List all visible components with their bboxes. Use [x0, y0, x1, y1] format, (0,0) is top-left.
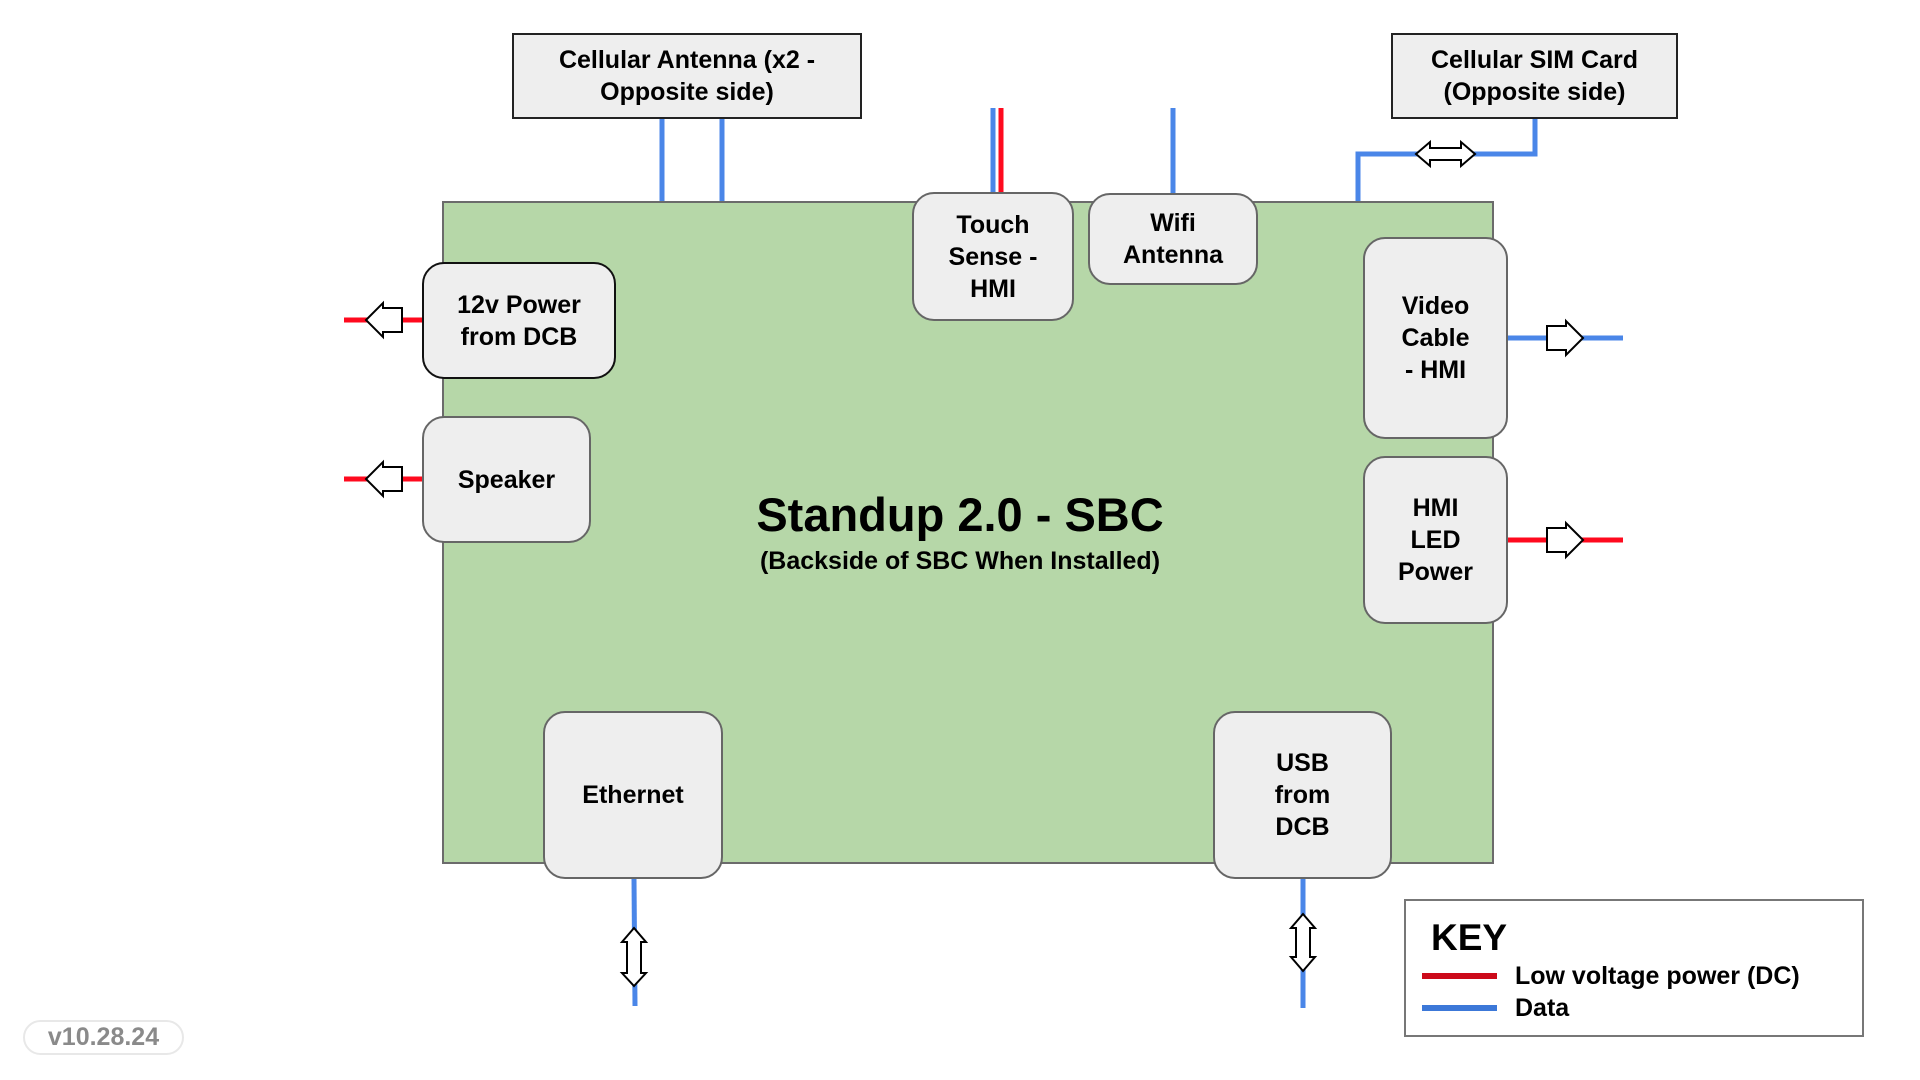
- version-badge: v10.28.24: [23, 1020, 184, 1055]
- ethernet-bidirectional-arrow-icon: [619, 926, 649, 988]
- video-cable-port: Video Cable - HMI: [1363, 237, 1508, 439]
- power-12v-arrow-left-icon: [364, 300, 403, 340]
- usb-port: USB from DCB: [1213, 711, 1392, 879]
- speaker-port: Speaker: [422, 416, 591, 543]
- speaker-arrow-left-icon: [364, 459, 403, 499]
- video-cable-arrow-right-icon: [1546, 318, 1585, 358]
- sim-card-box: Cellular SIM Card (Opposite side): [1391, 33, 1678, 119]
- board-title: Standup 2.0 - SBC: [756, 488, 1164, 541]
- legend-swatch-power: [1422, 973, 1497, 979]
- legend-label: Low voltage power (DC): [1515, 961, 1800, 990]
- legend-swatch-data: [1422, 1005, 1497, 1011]
- ethernet-port: Ethernet: [543, 711, 723, 879]
- legend-label: Data: [1515, 993, 1570, 1022]
- board-subtitle: (Backside of SBC When Installed): [759, 547, 1161, 575]
- legend-title: KEY: [1431, 917, 1508, 958]
- legend-item-power: Low voltage power (DC): [1422, 961, 1800, 991]
- cellular-antenna-box: Cellular Antenna (x2 - Opposite side): [512, 33, 862, 119]
- legend-item-data: Data: [1422, 993, 1569, 1023]
- hmi-led-power-arrow-right-icon: [1546, 520, 1585, 560]
- hmi-led-power-port: HMI LED Power: [1363, 456, 1508, 624]
- usb-bidirectional-arrow-icon: [1288, 912, 1318, 973]
- wifi-antenna-port: Wifi Antenna: [1088, 193, 1258, 285]
- touch-sense-port: Touch Sense - HMI: [912, 192, 1074, 321]
- sim-bidirectional-arrow-icon: [1414, 139, 1477, 169]
- power-12v-port: 12v Power from DCB: [422, 262, 616, 379]
- legend: KEY Low voltage power (DC) Data: [1404, 899, 1864, 1037]
